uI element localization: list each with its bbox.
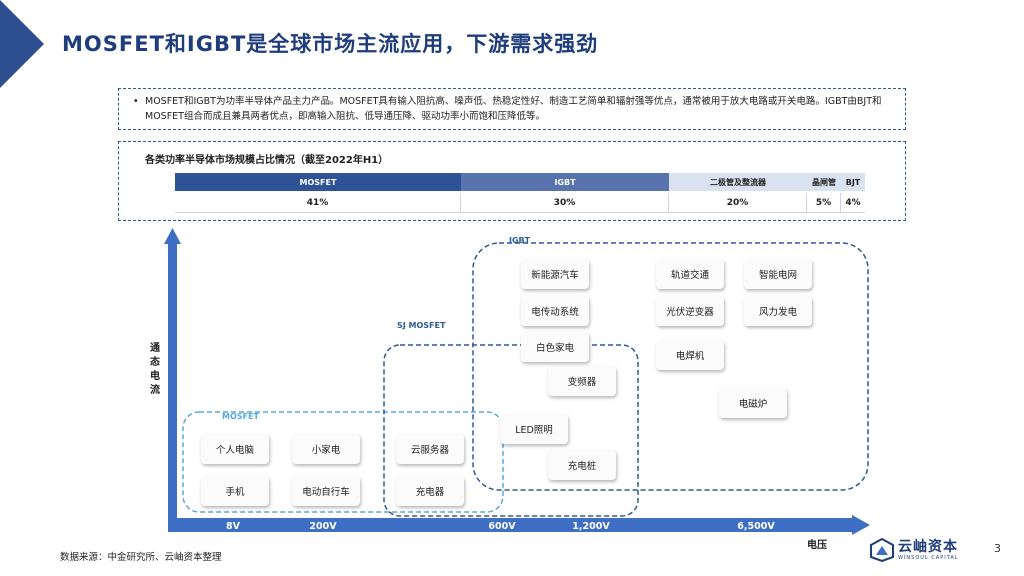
x-axis-arrow-icon bbox=[852, 515, 870, 535]
share-header-thyristor: 晶闸管 bbox=[807, 173, 841, 191]
app-box-pv-inverter: 光伏逆变器 bbox=[656, 296, 724, 326]
app-box-vfd: 变频器 bbox=[548, 366, 616, 396]
market-share-title: 各类功率半导体市场规模占比情况（截至2022年H1） bbox=[145, 155, 389, 166]
y-axis-label: 通态电流 bbox=[150, 343, 160, 396]
page-title: MOSFET和IGBT是全球市场主流应用，下游需求强劲 bbox=[62, 32, 599, 56]
share-header-mosfet: MOSFET bbox=[175, 173, 461, 191]
page-number: 3 bbox=[994, 542, 1001, 555]
summary-text: MOSFET和IGBT为功率半导体产品主力产品。MOSFET具有输入阻抗高、噪声… bbox=[145, 96, 882, 122]
share-value-bjt: 4% bbox=[841, 193, 865, 213]
share-header-diode: 二极管及整流器 bbox=[669, 173, 807, 191]
x-tick-8v: 8V bbox=[226, 521, 240, 532]
app-box-small-appliance: 小家电 bbox=[292, 434, 360, 464]
zone-label-sj-mosfet: SJ MOSFET bbox=[397, 321, 446, 330]
share-value-igbt: 30% bbox=[461, 193, 669, 213]
app-box-nev: 新能源汽车 bbox=[521, 259, 589, 289]
zone-label-igbt: IGBT bbox=[509, 236, 531, 245]
app-box-charging-pile: 充电桩 bbox=[548, 450, 616, 480]
title-chevron-icon bbox=[0, 0, 44, 88]
market-share-panel: 各类功率半导体市场规模占比情况（截至2022年H1） MOSFET IGBT 二… bbox=[118, 141, 906, 221]
app-box-smart-grid: 智能电网 bbox=[744, 259, 812, 289]
app-box-white-goods: 白色家电 bbox=[521, 332, 589, 362]
app-box-rail: 轨道交通 bbox=[656, 259, 724, 289]
brand-logo: 云岫资本 WINSOUL CAPITAL bbox=[870, 538, 959, 562]
summary-box: • MOSFET和IGBT为功率半导体产品主力产品。MOSFET具有输入阻抗高、… bbox=[118, 88, 906, 130]
share-value-mosfet: 41% bbox=[175, 193, 461, 213]
app-box-phone: 手机 bbox=[201, 476, 269, 506]
app-box-led: LED照明 bbox=[500, 414, 568, 444]
x-tick-200v: 200V bbox=[309, 521, 337, 532]
app-box-welder: 电焊机 bbox=[656, 340, 724, 370]
x-tick-1200v: 1,200V bbox=[572, 521, 610, 532]
app-box-wind: 风力发电 bbox=[744, 296, 812, 326]
share-value-thyristor: 5% bbox=[807, 193, 841, 213]
y-axis bbox=[168, 242, 177, 532]
y-axis-arrow-icon bbox=[164, 228, 181, 244]
app-box-cloud-server: 云服务器 bbox=[396, 434, 464, 464]
x-axis-label: 电压 bbox=[807, 540, 827, 551]
app-box-pc: 个人电脑 bbox=[201, 434, 269, 464]
app-box-e-bike: 电动自行车 bbox=[292, 476, 360, 506]
data-source-note: 数据来源：中金研究所、云岫资本整理 bbox=[60, 552, 222, 563]
zone-label-mosfet: MOSFET bbox=[222, 412, 259, 421]
winsoul-logo-icon bbox=[870, 538, 894, 562]
market-share-value-row: 41% 30% 20% 5% 4% bbox=[175, 193, 865, 213]
share-header-bjt: BJT bbox=[841, 173, 865, 191]
app-box-e-drive: 电传动系统 bbox=[521, 296, 589, 326]
market-share-header-row: MOSFET IGBT 二极管及整流器 晶闸管 BJT bbox=[175, 173, 865, 191]
share-value-diode: 20% bbox=[669, 193, 807, 213]
logo-chinese-name: 云岫资本 bbox=[898, 539, 958, 555]
app-box-charger: 充电器 bbox=[396, 476, 464, 506]
x-tick-600v: 600V bbox=[488, 521, 516, 532]
share-header-igbt: IGBT bbox=[461, 173, 669, 191]
app-box-induction-cooker: 电磁炉 bbox=[719, 388, 787, 418]
logo-english-name: WINSOUL CAPITAL bbox=[898, 555, 959, 561]
bullet-dot: • bbox=[133, 96, 139, 107]
x-tick-6500v: 6,500V bbox=[737, 521, 775, 532]
